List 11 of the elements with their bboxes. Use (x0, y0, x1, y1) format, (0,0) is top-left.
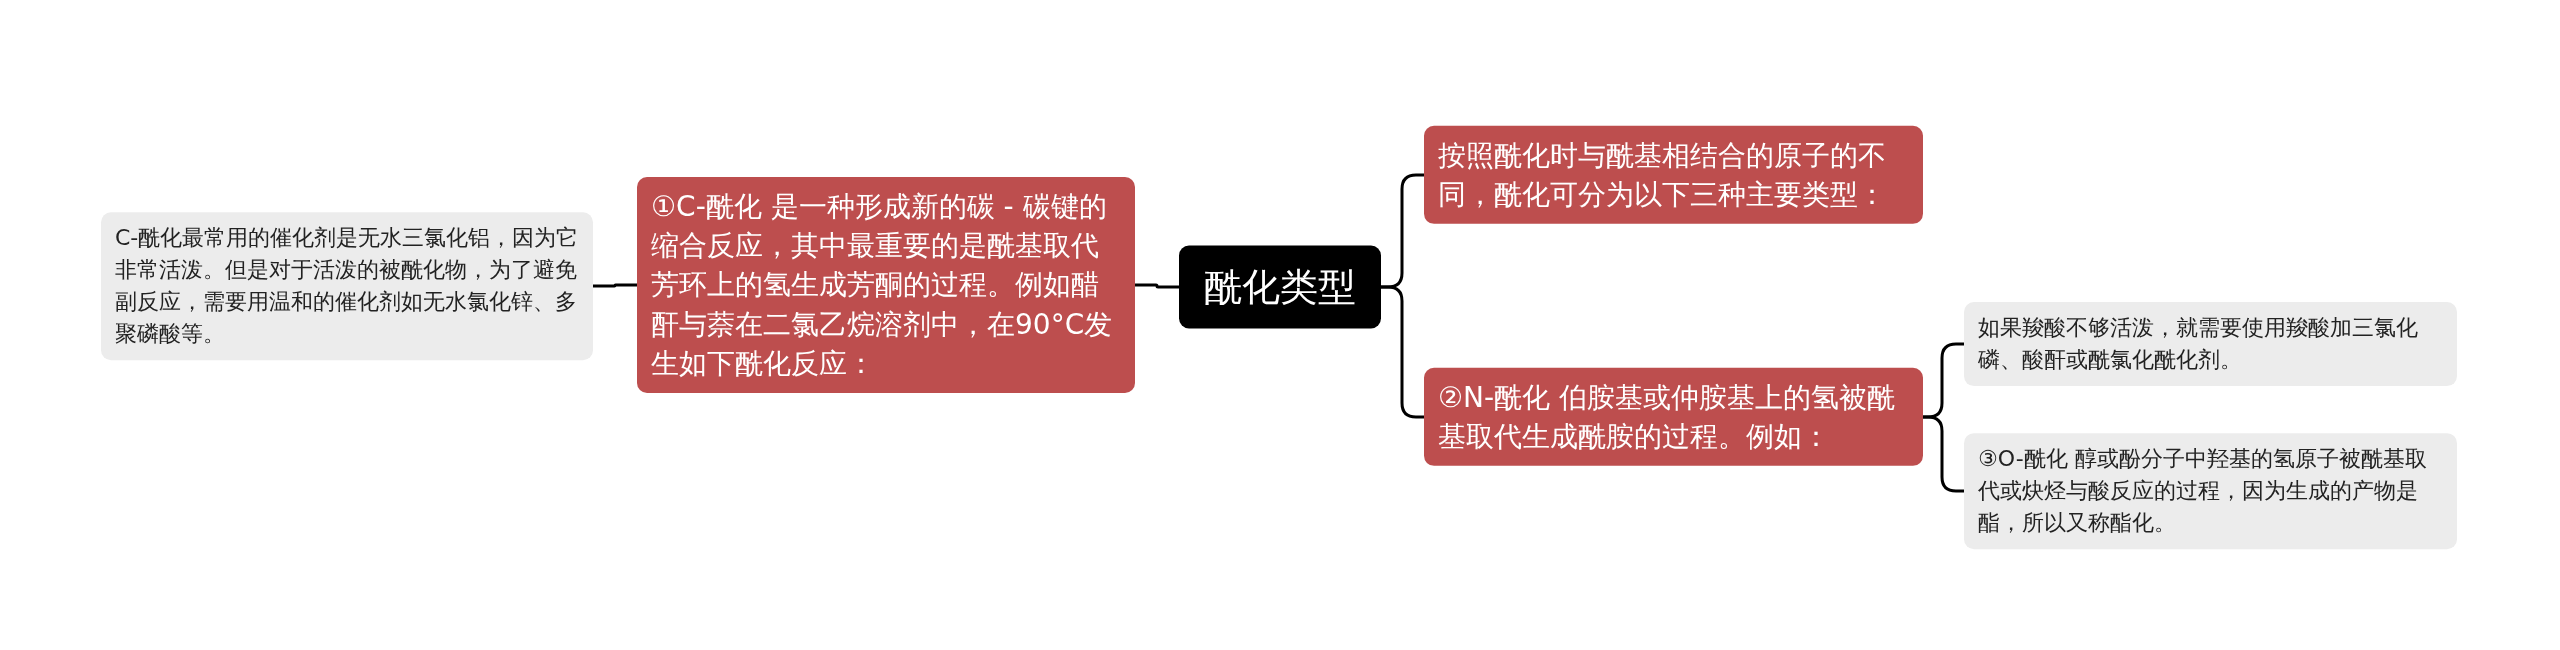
topic-box: ①C-酰化 是一种形成新的碳 - 碳键的缩合反应，其中最重要的是酰基取代芳环上的氢生成芳酮的过程。例如醋酐与萘在二氯乙烷溶剂中，在90°C发生如下酰化反应： (637, 177, 1135, 393)
note-box: 如果羧酸不够活泼，就需要使用羧酸加三氯化磷、酸酐或酰氯化酰化剂。 (1964, 302, 2457, 386)
topic-box: ②N-酰化 伯胺基或仲胺基上的氢被酰基取代生成酰胺的过程。例如： (1424, 367, 1923, 467)
note-box: C-酰化最常用的催化剂是无水三氯化铝，因为它非常活泼。但是对于活泼的被酰化物，为了避免副反应，需要用温和的催化剂如无水氯化锌、多聚磷酸等。 (101, 212, 593, 360)
connector-line (593, 283, 637, 288)
connector-line (1381, 285, 1424, 419)
connector-line (1135, 283, 1179, 289)
topic-box: 按照酰化时与酰基相结合的原子的不同，酰化可分为以下三种主要类型： (1424, 125, 1923, 225)
note-box: ③O-酰化 醇或酚分子中羟基的氢原子被酰基取代或炔烃与酸反应的过程，因为生成的产物是酯，所以又称酯化。 (1964, 433, 2457, 549)
central-topic-box: 酰化类型 (1179, 245, 1381, 329)
connector-line (1923, 415, 1964, 493)
